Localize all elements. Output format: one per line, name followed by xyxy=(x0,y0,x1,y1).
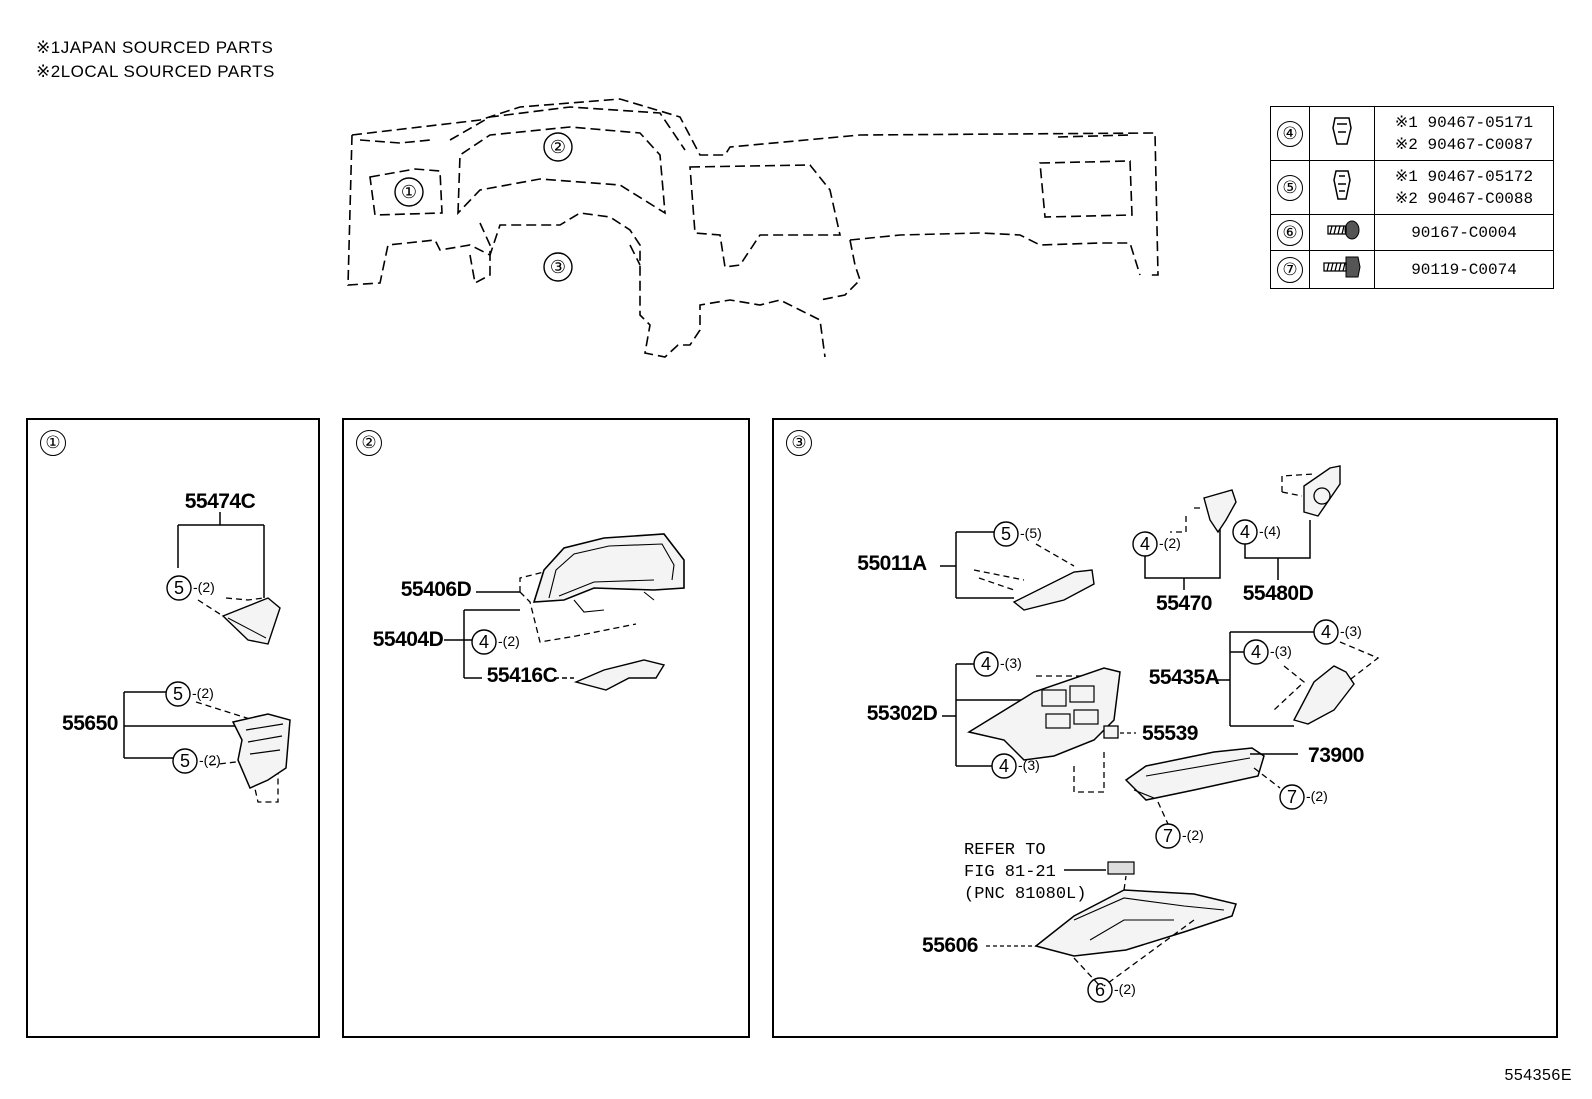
part-label-55606: 55606 xyxy=(922,934,978,957)
ref-number: ⑦ xyxy=(1277,256,1303,283)
clip-icon xyxy=(1333,170,1351,200)
part-label-55406D: 55406D xyxy=(401,578,472,601)
callout-number: 5 xyxy=(174,578,184,598)
switch-trim-55480D xyxy=(1303,465,1341,517)
callout-number: 4 xyxy=(981,654,991,674)
callout-quantity: -(2) xyxy=(1159,535,1181,551)
callout-number: 7 xyxy=(1287,787,1297,807)
region-marker-2: ② xyxy=(550,137,566,157)
callout-number: 6 xyxy=(1095,980,1105,1000)
clip-icon xyxy=(1332,117,1352,145)
part-label-55404D: 55404D xyxy=(373,628,444,651)
callout-quantity: -(3) xyxy=(1000,655,1022,671)
callout-number: 7 xyxy=(1163,826,1173,846)
callout-number: 4 xyxy=(999,756,1009,776)
part-label-55011A: 55011A xyxy=(857,552,927,575)
refer-note-line: REFER TO xyxy=(964,841,1046,860)
callout-number: 5 xyxy=(180,751,190,771)
figure-id: 554356E xyxy=(1504,1067,1572,1084)
callout-quantity: -(2) xyxy=(199,752,221,768)
screw-icon xyxy=(1327,220,1360,240)
cluster-bezel xyxy=(532,533,685,603)
detail-panel-1: ① 55474C 5 -(2) 55650 5 -(2) 5 -(2) xyxy=(26,418,320,1038)
ref-number: ⑥ xyxy=(1277,219,1303,246)
panel-badge: ① xyxy=(40,430,66,456)
refer-note-line: FIG 81-21 xyxy=(964,863,1056,882)
callout-quantity: -(2) xyxy=(1182,827,1204,843)
callout-quantity: -(2) xyxy=(193,579,215,595)
trim-55470 xyxy=(1203,489,1237,534)
lower-panel-55302D xyxy=(967,667,1121,761)
part-number: ※2 90467-C0088 xyxy=(1394,189,1534,208)
part-label-55416C: 55416C xyxy=(487,664,558,687)
callout-quantity: -(4) xyxy=(1259,523,1281,539)
parts-table-row: ④ ※1 90467-05171 ※2 90467-C0087 xyxy=(1270,106,1554,161)
callout-number: 4 xyxy=(479,632,489,652)
panel-1-drawing: 55474C 5 -(2) 55650 5 -(2) 5 -(2) xyxy=(62,490,291,803)
glove-box-door-73900 xyxy=(1124,747,1265,801)
part-label-55480D: 55480D xyxy=(1243,582,1314,605)
legend-mark: ※2 xyxy=(36,62,61,81)
panel-2-drawing: 55406D 55404D 4 -(2) 55416C xyxy=(373,533,685,691)
part-number: ※1 90467-05172 xyxy=(1394,167,1534,186)
callout-number: 4 xyxy=(1240,522,1250,542)
callout-quantity: -(3) xyxy=(1018,757,1040,773)
panel-badge: ③ xyxy=(786,430,812,456)
part-label-55435A: 55435A xyxy=(1149,666,1220,689)
callout-quantity: -(3) xyxy=(1270,643,1292,659)
callout-quantity: -(2) xyxy=(1306,788,1328,804)
ref-number: ④ xyxy=(1277,120,1303,147)
legend-text: LOCAL SOURCED PARTS xyxy=(60,62,275,81)
callout-quantity: -(2) xyxy=(1114,981,1136,997)
callout-quantity: -(2) xyxy=(498,633,520,649)
panel-badge: ② xyxy=(356,430,382,456)
legend-text: JAPAN SOURCED PARTS xyxy=(60,38,274,57)
legend-local-sourced: ※2LOCAL SOURCED PARTS xyxy=(36,62,275,82)
parts-table-row: ⑦ 90119-C0074 xyxy=(1270,250,1554,289)
trim-piece-55474C xyxy=(221,597,281,645)
panel-3-drawing: 55011A 5 -(5) 4 -(2) 55470 4 -(4) 55480D… xyxy=(857,465,1380,1003)
parts-table-row: ⑥ 90167-C0004 xyxy=(1270,214,1554,251)
overview-region-markers: ① ② ③ xyxy=(394,132,573,282)
detail-panel-3: ③ 55011A 5 -(5) 4 -(2) 55470 4 -(4) 5548… xyxy=(772,418,1558,1038)
callout-quantity: -(3) xyxy=(1340,623,1362,639)
lamp-81080L xyxy=(1107,861,1135,875)
refer-note-line: (PNC 81080L) xyxy=(964,885,1086,904)
ref-number: ⑤ xyxy=(1277,174,1303,201)
callout-number: 5 xyxy=(173,684,183,704)
parts-table-row: ⑤ ※1 90467-05172 ※2 90467-C0088 xyxy=(1270,160,1554,215)
region-marker-3: ③ xyxy=(550,257,566,277)
legend-mark: ※1 xyxy=(36,38,61,57)
part-label-55650: 55650 xyxy=(62,712,118,735)
part-number: ※1 90467-05171 xyxy=(1394,113,1534,132)
part-label-55470: 55470 xyxy=(1156,592,1212,615)
part-number: 90119-C0074 xyxy=(1411,260,1517,279)
part-label-55302D: 55302D xyxy=(867,702,938,725)
vent-assembly-55650 xyxy=(231,713,291,789)
fastener-parts-table: ④ ※1 90467-05171 ※2 90467-C0087 ⑤ ※1 9046… xyxy=(1270,106,1554,289)
dashboard-overview: ① ② ③ xyxy=(347,98,1159,358)
cluster-cover-55416C xyxy=(573,659,666,691)
trim-55011A xyxy=(1012,569,1095,611)
part-label-73900: 73900 xyxy=(1308,744,1364,767)
callout-number: 5 xyxy=(1001,524,1011,544)
legend-japan-sourced: ※1JAPAN SOURCED PARTS xyxy=(36,38,273,58)
callout-number: 4 xyxy=(1321,622,1331,642)
callout-number: 4 xyxy=(1140,534,1150,554)
callout-quantity: -(5) xyxy=(1020,525,1042,541)
part-number: ※2 90467-C0087 xyxy=(1394,135,1534,154)
callout-quantity: -(2) xyxy=(192,685,214,701)
callout-number: 4 xyxy=(1251,642,1261,662)
side-panel-55435A xyxy=(1292,665,1355,725)
region-marker-1: ① xyxy=(401,182,417,202)
bolt-icon xyxy=(1323,256,1361,278)
part-number: 90167-C0004 xyxy=(1411,223,1517,242)
part-label-55474C: 55474C xyxy=(185,490,256,513)
switch-55539 xyxy=(1103,725,1119,739)
part-label-55539: 55539 xyxy=(1142,722,1198,745)
detail-panel-2: ② 55406D 55404D 4 -(2) 55416C xyxy=(342,418,750,1038)
